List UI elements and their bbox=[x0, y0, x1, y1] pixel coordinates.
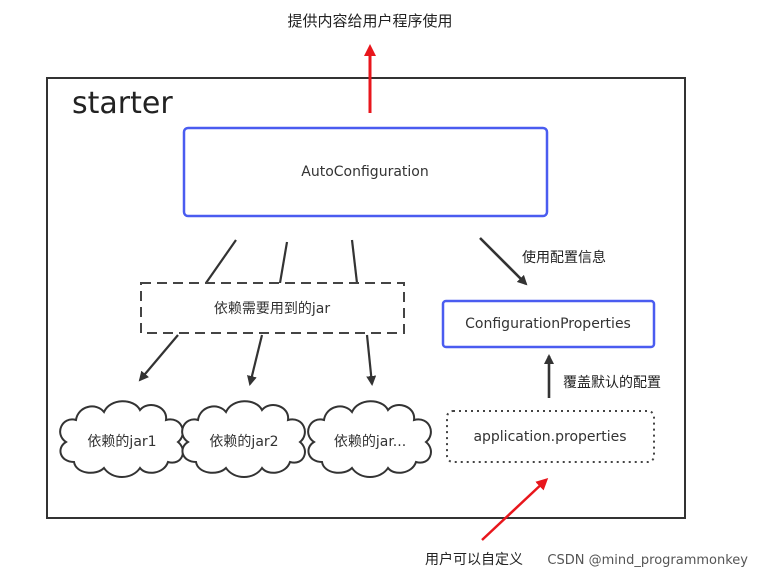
jar2-cloud bbox=[181, 400, 306, 478]
config-properties-label: ConfigurationProperties bbox=[465, 316, 631, 332]
deps-to-jar1-arrow bbox=[138, 334, 179, 382]
user-defined-label: 用户可以自定义 bbox=[425, 552, 523, 568]
auto-configuration-box bbox=[182, 126, 549, 218]
use-config-label: 使用配置信息 bbox=[522, 250, 606, 266]
auto-configuration-label: AutoConfiguration bbox=[301, 164, 429, 180]
jar1-label: 依赖的jar1 bbox=[87, 434, 157, 450]
auto-to-deps-line-2 bbox=[278, 241, 289, 284]
starter-container bbox=[46, 77, 686, 519]
auto-to-deps-line-1 bbox=[205, 239, 237, 284]
jar1-cloud bbox=[59, 400, 184, 478]
user-defined-arrow bbox=[481, 477, 549, 541]
starter-title: starter bbox=[72, 86, 173, 121]
deps-box bbox=[140, 282, 405, 334]
deps-to-jar3-arrow bbox=[365, 334, 377, 386]
app-properties-box bbox=[446, 410, 655, 463]
top-label: 提供内容给用户程序使用 bbox=[287, 12, 453, 30]
deps-label: 依赖需要用到的jar bbox=[213, 301, 331, 317]
override-label: 覆盖默认的配置 bbox=[563, 375, 661, 391]
jar3-label: 依赖的jar... bbox=[333, 434, 407, 450]
config-properties-box bbox=[441, 299, 656, 349]
auto-to-deps-line-3 bbox=[350, 239, 359, 284]
jar3-cloud bbox=[307, 400, 432, 478]
watermark: CSDN @mind_programmonkey bbox=[547, 553, 748, 568]
deps-to-jar2-arrow bbox=[247, 334, 264, 386]
jar2-label: 依赖的jar2 bbox=[209, 434, 279, 450]
use-config-arrow bbox=[479, 237, 528, 286]
app-properties-label: application.properties bbox=[473, 429, 627, 445]
